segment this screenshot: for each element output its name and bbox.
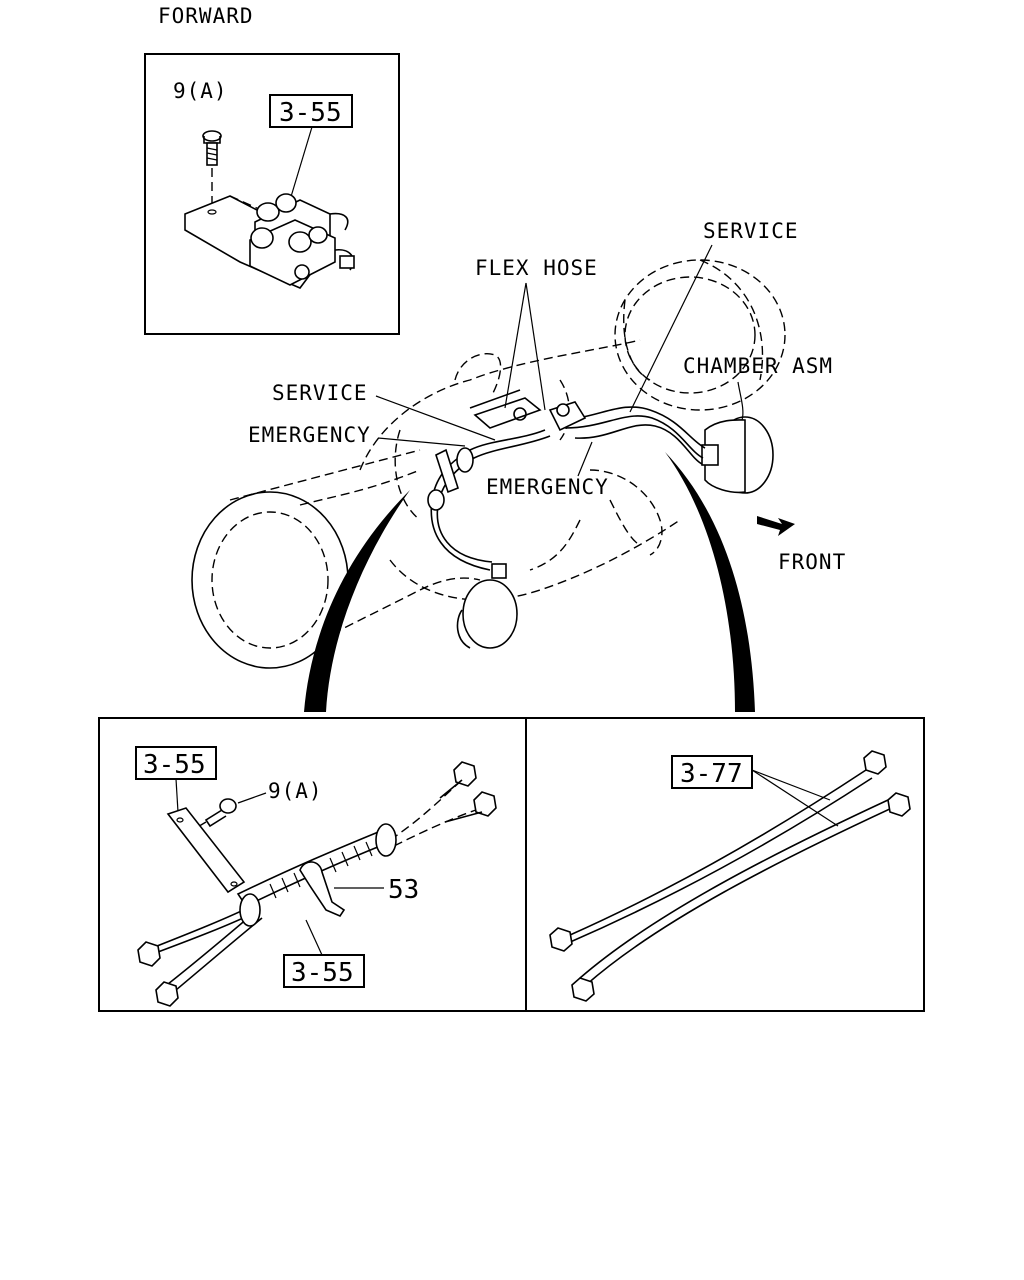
left-panel-clip-callout: 53	[388, 875, 419, 905]
front-arrow-icon	[757, 516, 795, 536]
service-left-label: SERVICE	[272, 381, 368, 405]
inset-bolt	[202, 130, 222, 208]
flex-hose-label: FLEX HOSE	[475, 256, 598, 280]
forward-label: FORWARD	[158, 4, 254, 28]
right-brake-drum	[614, 259, 786, 411]
inset-bolt-callout: 9(A)	[173, 79, 228, 103]
chamber-asm-label: CHAMBER ASM	[683, 354, 833, 378]
left-detail-pointer	[304, 490, 410, 712]
right-detail-panel: 3-77	[549, 750, 911, 1002]
inset-ref-box	[269, 94, 353, 128]
left-panel-ref-top: 3-55	[143, 750, 206, 780]
emergency-left-label: EMERGENCY	[248, 423, 371, 447]
service-top-label: SERVICE	[703, 219, 799, 243]
left-panel-clip	[299, 861, 346, 917]
emergency-center-label: EMERGENCY	[486, 475, 609, 499]
right-detail-pointer	[665, 452, 755, 712]
detail-panels-frame	[98, 717, 925, 1012]
main-hoses	[427, 389, 706, 579]
chamber-asm	[701, 416, 774, 494]
rear-brake-chamber	[462, 579, 518, 649]
right-panel-ref: 3-77	[680, 759, 743, 789]
left-detail-panel: 3-55 9(A) 53	[135, 746, 497, 1007]
right-panel-ref-box	[671, 755, 753, 789]
valve-inset: 9(A) 3-55	[144, 53, 400, 335]
left-panel-bracket	[166, 807, 246, 894]
inset-ref-callout: 3-55	[279, 98, 342, 128]
left-panel-ref-bottom: 3-55	[291, 958, 354, 988]
axle-assembly	[191, 259, 786, 669]
left-panel-fittings	[137, 761, 497, 1007]
left-panel-ref-bottom-box	[283, 954, 365, 988]
left-panel-bolt-callout: 9(A)	[268, 779, 323, 803]
front-label: FRONT	[778, 550, 846, 574]
